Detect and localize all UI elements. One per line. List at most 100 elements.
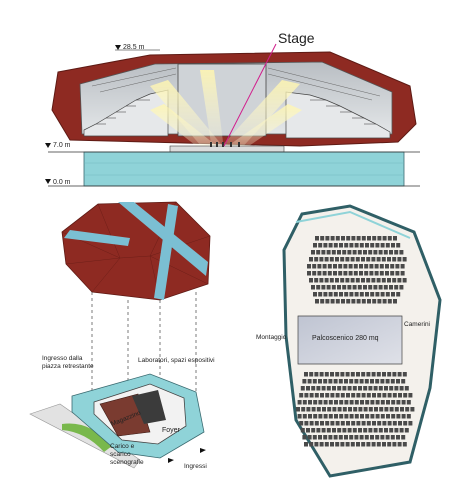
seat [392, 257, 397, 262]
seat [396, 292, 401, 297]
seat [349, 435, 354, 440]
seat [391, 292, 395, 297]
seat [384, 407, 389, 412]
seat [332, 386, 336, 391]
seat [375, 414, 380, 419]
seat [351, 236, 356, 241]
seat [299, 421, 304, 426]
seat [401, 400, 406, 405]
seat [337, 428, 342, 433]
seat [344, 292, 349, 297]
seat [335, 442, 340, 447]
seat [330, 236, 335, 241]
seat [325, 421, 330, 426]
seat [347, 428, 352, 433]
seat [386, 400, 390, 405]
seat [337, 250, 341, 255]
seat [371, 372, 376, 377]
seat [315, 236, 319, 241]
seat [397, 257, 402, 262]
seat [359, 243, 364, 248]
seat [366, 421, 371, 426]
seat [357, 250, 362, 255]
seat [309, 278, 313, 283]
seat [324, 442, 329, 447]
seat [377, 393, 382, 398]
seat [321, 285, 326, 290]
seat [389, 407, 394, 412]
seat [379, 271, 384, 276]
seat [396, 435, 400, 440]
seat [329, 278, 334, 283]
seat [373, 386, 378, 391]
seat [366, 278, 371, 283]
seat [325, 393, 330, 398]
seat [397, 278, 402, 283]
seat [358, 407, 363, 412]
seat [396, 400, 401, 405]
seat [368, 250, 373, 255]
seat [375, 379, 380, 384]
level-marker-28: 28.5 m [115, 44, 160, 51]
seat [311, 386, 316, 391]
seat [361, 421, 366, 426]
seat [403, 393, 408, 398]
seat [355, 257, 360, 262]
seat [327, 407, 332, 412]
seat [353, 264, 358, 269]
seat [325, 299, 330, 304]
seat [318, 414, 323, 419]
seat [361, 372, 366, 377]
seat [326, 386, 331, 391]
seat [344, 243, 349, 248]
seat [380, 243, 385, 248]
seat [337, 285, 341, 290]
seat [309, 372, 314, 377]
seat [355, 278, 360, 283]
seat [396, 243, 401, 248]
seat [361, 278, 365, 283]
seat [300, 428, 305, 433]
seat [383, 250, 388, 255]
seat [347, 386, 352, 391]
seat [395, 264, 400, 269]
seat [385, 292, 390, 297]
seat [356, 299, 361, 304]
seat [361, 257, 365, 262]
lower-seating-block [296, 372, 415, 447]
seat [364, 264, 369, 269]
seat [342, 407, 347, 412]
seat [349, 400, 354, 405]
seat [400, 271, 405, 276]
theatre-section: 28.5 m 7.0 m 0.0 m Stage [45, 30, 420, 187]
green-area [62, 423, 112, 452]
seat [387, 442, 392, 447]
seat [335, 421, 340, 426]
seat [354, 414, 359, 419]
seat [375, 292, 380, 297]
seat [360, 414, 364, 419]
seat [314, 372, 319, 377]
performers [210, 142, 240, 147]
seat [404, 428, 409, 433]
seat [309, 393, 314, 398]
seat [400, 407, 404, 412]
seat [396, 414, 401, 419]
seat [320, 236, 325, 241]
seat [311, 407, 316, 412]
seat [343, 264, 348, 269]
seat [301, 407, 306, 412]
seat [394, 250, 399, 255]
seat [311, 250, 315, 255]
seat [319, 372, 324, 377]
seat [375, 243, 380, 248]
seat [349, 243, 354, 248]
seat [352, 428, 357, 433]
seat [376, 372, 381, 377]
upper-seating-block [307, 236, 407, 304]
seat [345, 257, 350, 262]
seat [302, 379, 307, 384]
seat [373, 250, 378, 255]
seat [354, 243, 359, 248]
seat [304, 372, 308, 377]
